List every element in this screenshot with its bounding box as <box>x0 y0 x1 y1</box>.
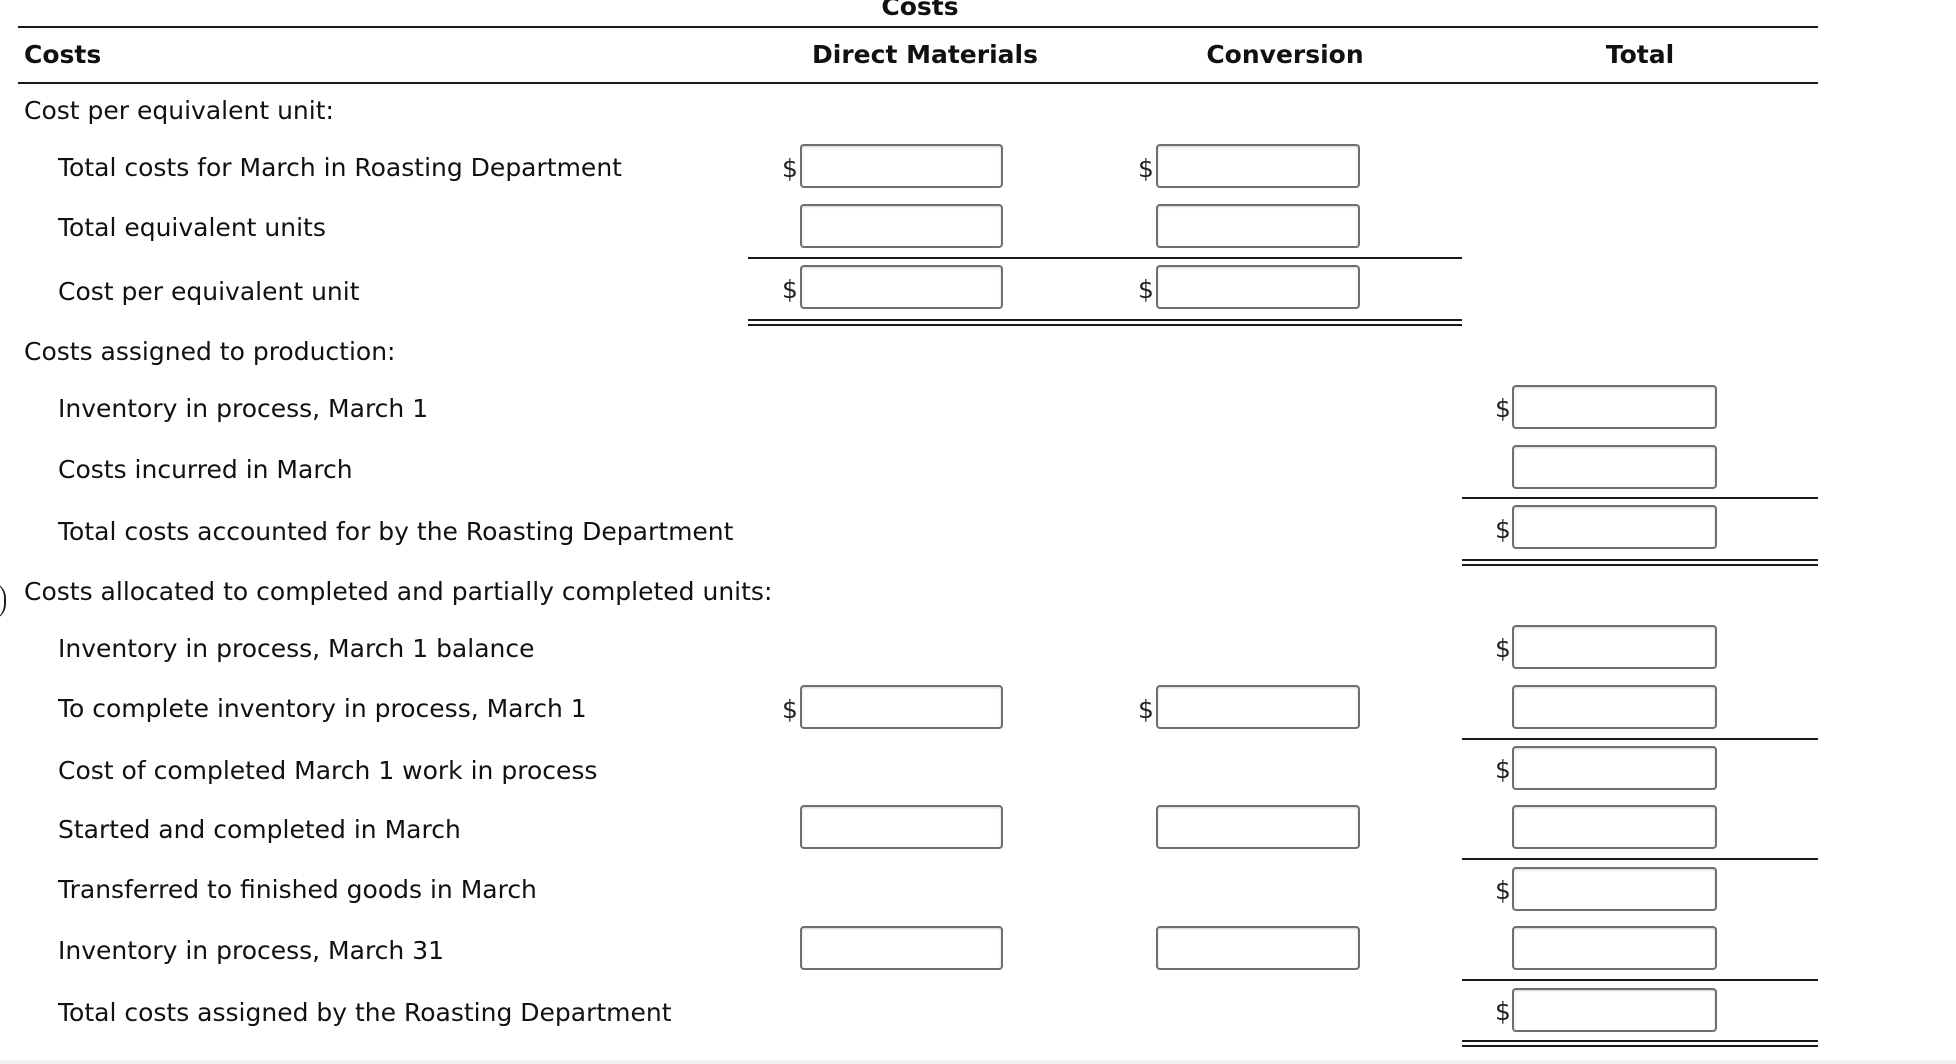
started-completed-dm-input[interactable] <box>800 805 1003 849</box>
row-label-heading: Costs <box>24 40 102 69</box>
dollar-sign: $ <box>1495 515 1511 544</box>
subtotal-rule <box>748 257 1462 259</box>
subtotal-rule <box>1462 979 1818 981</box>
dollar-sign: $ <box>782 154 798 183</box>
dollar-sign: $ <box>782 695 798 724</box>
inventory-march1-total-input[interactable] <box>1512 385 1717 429</box>
total-costs-accounted-total-input[interactable] <box>1512 505 1717 549</box>
left-edge-marker <box>0 582 6 620</box>
row-cost-completed-wip-label: Cost of completed March 1 work in proces… <box>58 756 598 785</box>
inventory-march1-balance-total-input[interactable] <box>1512 625 1717 669</box>
row-cost-per-equivalent-unit-label: Cost per equivalent unit <box>58 277 360 306</box>
subtotal-rule <box>1462 497 1818 499</box>
dollar-sign: $ <box>782 275 798 304</box>
row-total-costs-assigned-label: Total costs assigned by the Roasting Dep… <box>58 998 672 1027</box>
dollar-sign: $ <box>1138 154 1154 183</box>
started-completed-total-input[interactable] <box>1512 805 1717 849</box>
row-inventory-march1-label: Inventory in process, March 1 <box>58 394 429 423</box>
started-completed-conv-input[interactable] <box>1156 805 1360 849</box>
subtotal-rule <box>1462 738 1818 740</box>
inventory-march31-conv-input[interactable] <box>1156 926 1360 970</box>
costs-incurred-march-total-input[interactable] <box>1512 445 1717 489</box>
total-equivalent-units-dm-input[interactable] <box>800 204 1003 248</box>
cost-completed-wip-total-input[interactable] <box>1512 746 1717 790</box>
to-complete-inventory-dm-input[interactable] <box>800 685 1003 729</box>
costs-group-heading: Costs <box>881 0 959 21</box>
conversion-heading: Conversion <box>1206 40 1364 69</box>
section-costs-assigned: Costs assigned to production: <box>24 337 396 366</box>
row-total-equivalent-units-label: Total equivalent units <box>58 213 326 242</box>
row-to-complete-inventory-label: To complete inventory in process, March … <box>58 694 587 723</box>
direct-materials-heading: Direct Materials <box>812 40 1038 69</box>
bottom-scroll-strip <box>0 1060 1956 1064</box>
total-double-rule <box>1462 559 1818 566</box>
row-total-costs-march-label: Total costs for March in Roasting Depart… <box>58 153 622 182</box>
dollar-sign: $ <box>1495 876 1511 905</box>
row-transferred-finished-label: Transferred to finished goods in March <box>58 875 537 904</box>
dollar-sign: $ <box>1495 997 1511 1026</box>
cost-per-equivalent-unit-conv-input[interactable] <box>1156 265 1360 309</box>
header-bottom-rule <box>18 82 1818 84</box>
cost-per-equivalent-unit-dm-input[interactable] <box>800 265 1003 309</box>
to-complete-inventory-total-input[interactable] <box>1512 685 1717 729</box>
transferred-finished-total-input[interactable] <box>1512 867 1717 911</box>
subtotal-rule <box>1462 858 1818 860</box>
total-costs-march-conv-input[interactable] <box>1156 144 1360 188</box>
total-heading: Total <box>1605 40 1675 69</box>
total-double-rule <box>1462 1040 1818 1047</box>
dollar-sign: $ <box>1138 695 1154 724</box>
row-inventory-march1-balance-label: Inventory in process, March 1 balance <box>58 634 535 663</box>
dollar-sign: $ <box>1495 634 1511 663</box>
inventory-march31-total-input[interactable] <box>1512 926 1717 970</box>
row-total-costs-accounted-label: Total costs accounted for by the Roastin… <box>58 517 734 546</box>
section-cost-per-equivalent-unit: Cost per equivalent unit: <box>24 96 334 125</box>
section-costs-allocated: Costs allocated to completed and partial… <box>24 577 773 606</box>
total-double-rule <box>748 319 1462 326</box>
total-costs-assigned-total-input[interactable] <box>1512 988 1717 1032</box>
inventory-march31-dm-input[interactable] <box>800 926 1003 970</box>
dollar-sign: $ <box>1495 394 1511 423</box>
row-costs-incurred-march-label: Costs incurred in March <box>58 455 353 484</box>
total-costs-march-dm-input[interactable] <box>800 144 1003 188</box>
total-equivalent-units-conv-input[interactable] <box>1156 204 1360 248</box>
header-top-rule <box>18 26 1818 28</box>
dollar-sign: $ <box>1138 275 1154 304</box>
row-inventory-march31-label: Inventory in process, March 31 <box>58 936 445 965</box>
row-started-completed-label: Started and completed in March <box>58 815 461 844</box>
to-complete-inventory-conv-input[interactable] <box>1156 685 1360 729</box>
dollar-sign: $ <box>1495 755 1511 784</box>
